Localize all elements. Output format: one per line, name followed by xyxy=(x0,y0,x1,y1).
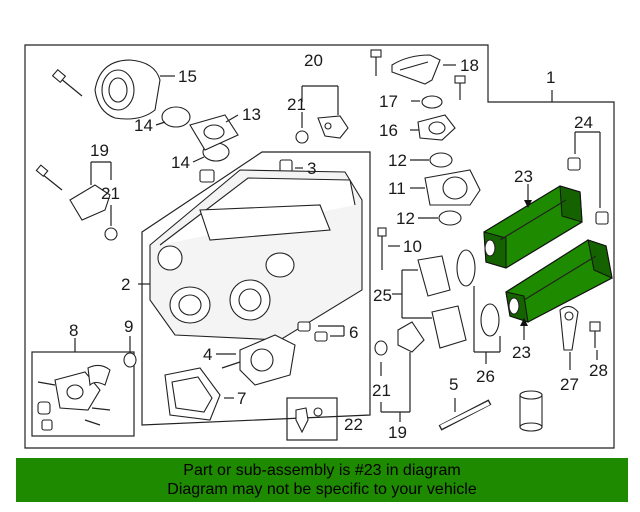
part-4-pump[interactable] xyxy=(221,334,296,386)
part-12-oring-b[interactable] xyxy=(438,210,462,226)
callout-23a: 23 xyxy=(514,167,533,186)
callout-27: 27 xyxy=(560,375,579,394)
assembly-frame xyxy=(24,44,615,449)
callout-15: 15 xyxy=(178,67,197,86)
filter-cylinder[interactable] xyxy=(519,390,543,432)
part-19-outlet-left[interactable] xyxy=(35,164,111,221)
callout-2: 2 xyxy=(121,275,130,294)
banner-line-2: Diagram may not be specific to your vehi… xyxy=(167,481,477,498)
callout-13: 13 xyxy=(242,105,261,124)
part-6-fittings[interactable] xyxy=(297,321,328,342)
callout-7: 7 xyxy=(237,389,246,408)
callout-18: 18 xyxy=(460,56,479,75)
part-7-cover[interactable] xyxy=(164,367,221,421)
part-5-rod[interactable] xyxy=(438,399,492,431)
callout-21c: 21 xyxy=(372,381,391,400)
callout-21b: 21 xyxy=(101,184,120,203)
callout-6: 6 xyxy=(349,323,358,342)
callout-14a: 14 xyxy=(134,116,153,135)
callout-19b: 19 xyxy=(388,423,407,442)
part-24-cap-b[interactable] xyxy=(595,211,609,225)
part-21-oring-left[interactable] xyxy=(104,227,118,241)
part-8-assembly[interactable] xyxy=(37,364,111,431)
callout-22: 22 xyxy=(344,415,363,434)
part-15-duct[interactable] xyxy=(94,59,161,120)
callout-21a: 21 xyxy=(287,95,306,114)
bolt-top-left[interactable] xyxy=(51,68,83,97)
part-14-gasket-a[interactable] xyxy=(161,106,191,128)
part-26-oring-b[interactable] xyxy=(480,303,500,337)
callout-26: 26 xyxy=(476,367,495,386)
callout-24: 24 xyxy=(574,113,593,132)
part-11-throttle-body[interactable] xyxy=(424,169,481,206)
part-28-bolt[interactable] xyxy=(589,321,601,348)
part-13-flange[interactable] xyxy=(189,114,239,151)
part-27-bracket[interactable] xyxy=(559,305,579,351)
callout-16: 16 xyxy=(379,121,398,140)
callout-11: 11 xyxy=(388,179,406,198)
subassembly-8-frame xyxy=(31,351,135,437)
callout-20: 20 xyxy=(304,51,323,70)
part-17-oring[interactable] xyxy=(421,95,443,109)
bolt-18-b[interactable] xyxy=(454,75,466,100)
part-21-oring-bottom[interactable] xyxy=(374,340,388,356)
callout-3: 3 xyxy=(307,159,316,178)
callout-4: 4 xyxy=(203,345,212,364)
part-9-oring[interactable] xyxy=(123,352,137,368)
part-21-oring-a[interactable] xyxy=(295,130,309,144)
bolt-18-a[interactable] xyxy=(370,49,382,76)
callout-8: 8 xyxy=(69,321,78,340)
callout-9: 9 xyxy=(124,317,133,336)
callout-5: 5 xyxy=(449,375,458,394)
callout-12a: 12 xyxy=(388,151,407,170)
part-23-intercooler-lower[interactable] xyxy=(505,239,613,323)
callout-10: 10 xyxy=(403,237,422,256)
part-16-flange[interactable] xyxy=(417,114,456,141)
plug-small[interactable] xyxy=(199,169,215,183)
info-banner: Part or sub-assembly is #23 in diagram D… xyxy=(16,458,628,502)
part-19-outlet-bottom[interactable] xyxy=(397,321,425,353)
part-12-oring-a[interactable] xyxy=(429,152,453,168)
part-22-sensor[interactable] xyxy=(295,407,323,434)
callout-14b: 14 xyxy=(171,153,190,172)
callout-1: 1 xyxy=(546,68,555,87)
banner-line-1: Part or sub-assembly is #23 in diagram xyxy=(183,462,461,479)
part-24-cap-a[interactable] xyxy=(567,157,581,171)
callout-28: 28 xyxy=(589,361,608,380)
callout-19a: 19 xyxy=(90,141,109,160)
part-20-sensor[interactable] xyxy=(317,115,349,139)
part-25-gaskets[interactable] xyxy=(417,255,467,349)
part-23-intercooler-upper[interactable] xyxy=(483,185,583,269)
part-26-oring-a[interactable] xyxy=(456,249,476,287)
callout-12b: 12 xyxy=(396,209,415,228)
callout-17: 17 xyxy=(379,92,398,111)
part-10-bolt[interactable] xyxy=(377,227,387,270)
callout-25: 25 xyxy=(373,286,392,305)
supercharger-subframe xyxy=(141,151,371,426)
part-2-supercharger[interactable] xyxy=(149,169,363,341)
part-18-bracket[interactable] xyxy=(391,54,441,85)
callout-23b: 23 xyxy=(512,343,531,362)
subassembly-22-frame xyxy=(286,397,338,441)
